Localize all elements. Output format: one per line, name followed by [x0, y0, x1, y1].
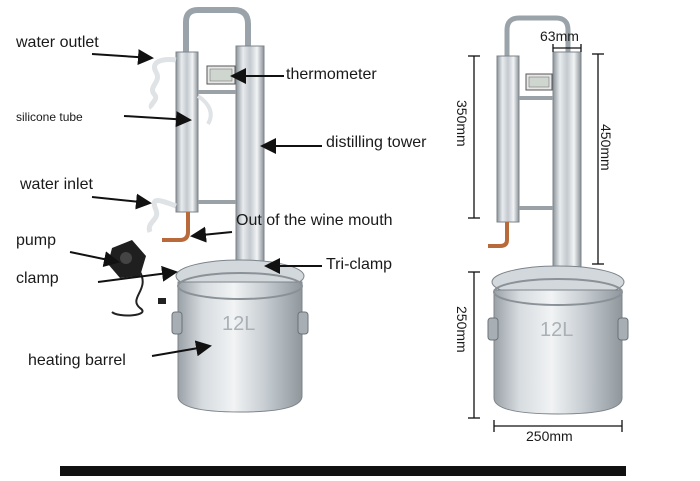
connecting-pipe-right: [504, 15, 571, 60]
dimension-lines: [468, 44, 623, 432]
heating-barrel-right: [493, 289, 623, 415]
label-heating-barrel: heating barrel: [28, 352, 126, 369]
heating-barrel: [177, 281, 303, 413]
silicone-tube-outlet: [148, 57, 177, 110]
connecting-pipe: [183, 7, 251, 55]
condenser-tube: [175, 51, 199, 213]
bottom-bar: [60, 466, 626, 476]
distilling-tower: [235, 45, 265, 265]
label-pump: pump: [16, 232, 57, 249]
label-silicone-tube: silicone tube: [16, 110, 83, 124]
label-arrows: [69, 49, 322, 357]
dim-tower-height: 450mm: [598, 124, 614, 171]
left-distiller: 12L: [108, 7, 309, 413]
distilling-tower-right: [552, 51, 582, 271]
label-water-outlet: water outlet: [16, 34, 99, 51]
wine-outlet-pipe: [162, 212, 190, 242]
label-distilling-tower: distilling tower: [326, 134, 427, 151]
dim-barrel-height: 250mm: [454, 306, 470, 353]
barrel-capacity-mark: 12L: [222, 313, 255, 335]
dim-condenser-height: 350mm: [454, 100, 470, 147]
dim-barrel-width: 250mm: [526, 428, 573, 444]
label-thermometer: thermometer: [286, 66, 377, 83]
silicone-tube-inlet: [146, 198, 177, 233]
svg-text:12L: 12L: [540, 319, 573, 341]
label-wine-mouth: Out of the wine mouth: [236, 212, 393, 229]
condenser-tube-right: [496, 55, 520, 223]
label-tri-clamp: Tri-clamp: [326, 256, 393, 273]
label-water-inlet: water inlet: [20, 176, 93, 193]
right-distiller: 12L: [487, 15, 629, 415]
pump: [108, 240, 166, 317]
dim-top-width: 63mm: [540, 28, 579, 44]
label-clamp: clamp: [16, 270, 59, 287]
